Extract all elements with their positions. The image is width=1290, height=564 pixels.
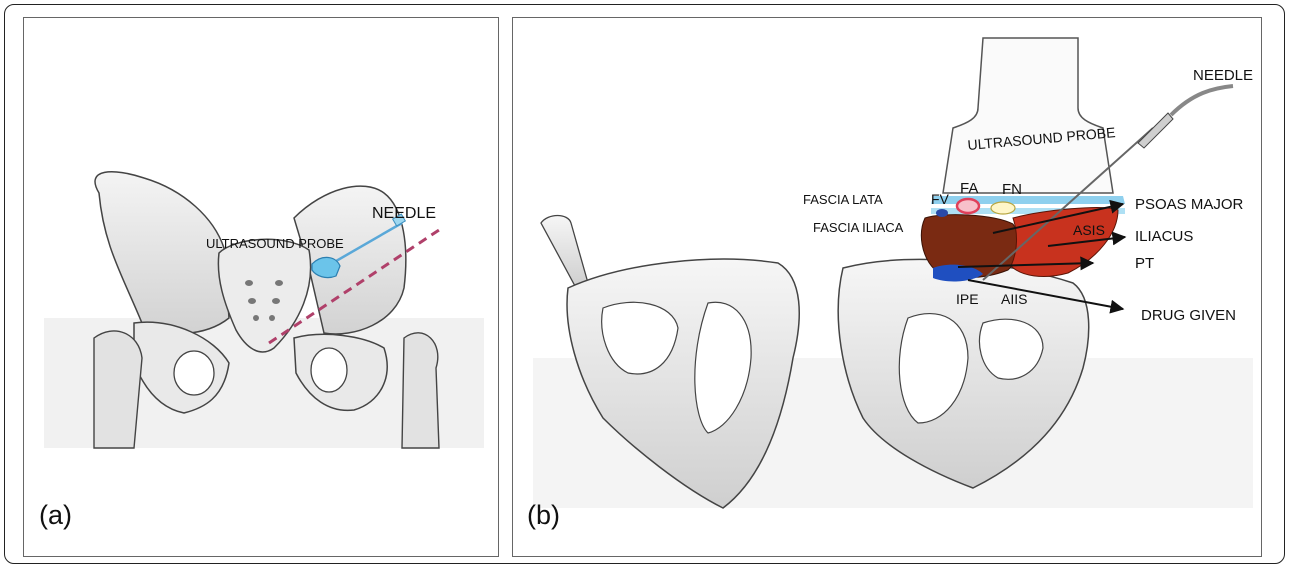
label-iliacus: ILIACUS (1135, 228, 1193, 245)
label-fn: FN (1002, 181, 1022, 198)
label-pt: PT (1135, 255, 1154, 272)
pelvis-illustration-b: NEEDLE ULTRASOUND PROBE FASCIA LATA FASC… (513, 18, 1262, 557)
femoral-vein (936, 209, 948, 217)
label-fa: FA (960, 180, 978, 197)
label-asis: ASIS (1073, 222, 1105, 238)
panel-a: ULTRASOUND PROBE NEEDLE (a) (23, 17, 499, 557)
panel-b: NEEDLE ULTRASOUND PROBE FASCIA LATA FASC… (512, 17, 1262, 557)
ultrasound-probe (312, 257, 340, 277)
label-fv: FV (931, 191, 950, 207)
label-fascia-iliaca: FASCIA ILIACA (813, 220, 904, 235)
left-obturator-foramen (174, 351, 214, 395)
label-aiis: AIIS (1001, 291, 1027, 307)
needle-tubing (1171, 86, 1233, 115)
needle-hub (1138, 113, 1173, 148)
right-obturator-foramen (311, 348, 347, 392)
ultrasound-probe (943, 38, 1113, 193)
label-ipe: IPE (956, 291, 979, 307)
panel-b-letter: (b) (527, 500, 560, 531)
femoral-artery (957, 199, 979, 213)
pelvis-illustration-a: ULTRASOUND PROBE NEEDLE (24, 18, 499, 557)
femoral-nerve (991, 202, 1015, 214)
label-ultrasound-probe: ULTRASOUND PROBE (206, 236, 344, 251)
left-femur (94, 331, 142, 448)
right-femur (402, 333, 439, 448)
label-needle: NEEDLE (1193, 67, 1253, 84)
panel-a-letter: (a) (39, 500, 72, 531)
label-fascia-lata: FASCIA LATA (803, 192, 883, 207)
label-drug-given: DRUG GIVEN (1141, 307, 1236, 324)
left-iliac-wing (95, 172, 229, 334)
left-horn (541, 216, 588, 287)
label-psoas-major: PSOAS MAJOR (1135, 196, 1244, 213)
label-needle: NEEDLE (372, 205, 436, 222)
